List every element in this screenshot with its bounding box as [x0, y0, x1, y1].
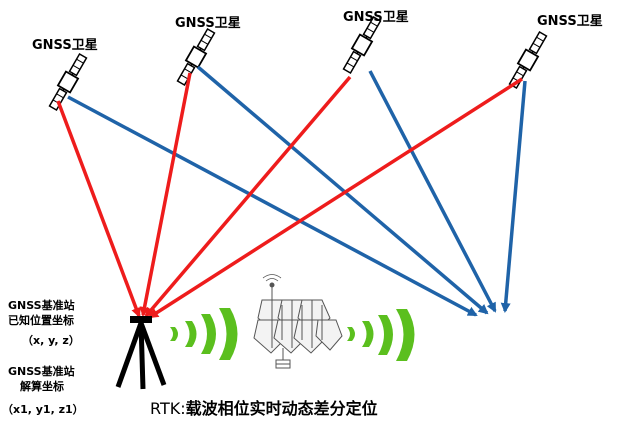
signal-waves-right [347, 309, 415, 361]
blue-ray-1 [67, 95, 478, 317]
rtk-caption-text: 载波相位实时动态差分定位 [185, 399, 378, 418]
satellite-icon-1 [46, 51, 90, 113]
red-rays [56, 72, 523, 319]
base-station-solved-coords: （x1, y1, z1） [2, 403, 84, 416]
satellite-label-3: GNSS卫星 [343, 10, 409, 25]
base-station-solved-coords-label: 解算坐标 [20, 380, 64, 393]
red-ray-4 [148, 77, 523, 319]
rtk-caption-prefix: RTK: [150, 399, 186, 418]
blue-ray-2 [196, 65, 489, 315]
satellite-label-4: GNSS卫星 [537, 14, 603, 29]
red-ray-2 [139, 72, 192, 317]
blue-rays [67, 65, 527, 317]
base-station-label: GNSS基准站 [8, 299, 75, 312]
blue-ray-3 [368, 70, 497, 313]
base-station-tripod [115, 316, 167, 390]
radio-tower-icon [253, 274, 343, 369]
blue-ray-4 [500, 80, 527, 313]
base-station-solve-label: GNSS基准站 [8, 365, 75, 378]
rtk-caption: RTK:载波相位实时动态差分定位 [150, 395, 378, 419]
satellite-label-1: GNSS卫星 [32, 38, 98, 53]
red-ray-1 [56, 100, 141, 318]
base-station-known-coords: （x, y, z） [22, 334, 80, 347]
red-ray-3 [144, 75, 352, 318]
satellite-label-2: GNSS卫星 [175, 16, 241, 31]
satellite-icon-4 [506, 29, 550, 91]
signal-waves-left [170, 308, 238, 360]
base-station-known-coords-label: 已知位置坐标 [8, 314, 74, 327]
